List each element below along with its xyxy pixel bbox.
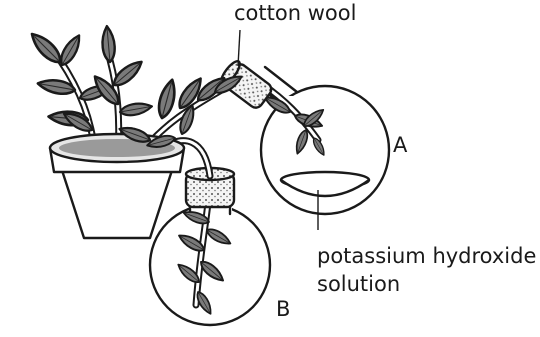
label-flask-b: B: [276, 297, 290, 321]
label-flask-a: A: [393, 133, 408, 157]
plant-leaves: [27, 26, 244, 150]
label-cotton-wool: cotton wool: [234, 1, 356, 25]
plant-pot: [50, 134, 184, 238]
label-solution-line1: potassium hydroxide: [317, 244, 536, 268]
cotton-wool-leader: [238, 30, 240, 66]
label-solution-line2: solution: [317, 272, 400, 296]
